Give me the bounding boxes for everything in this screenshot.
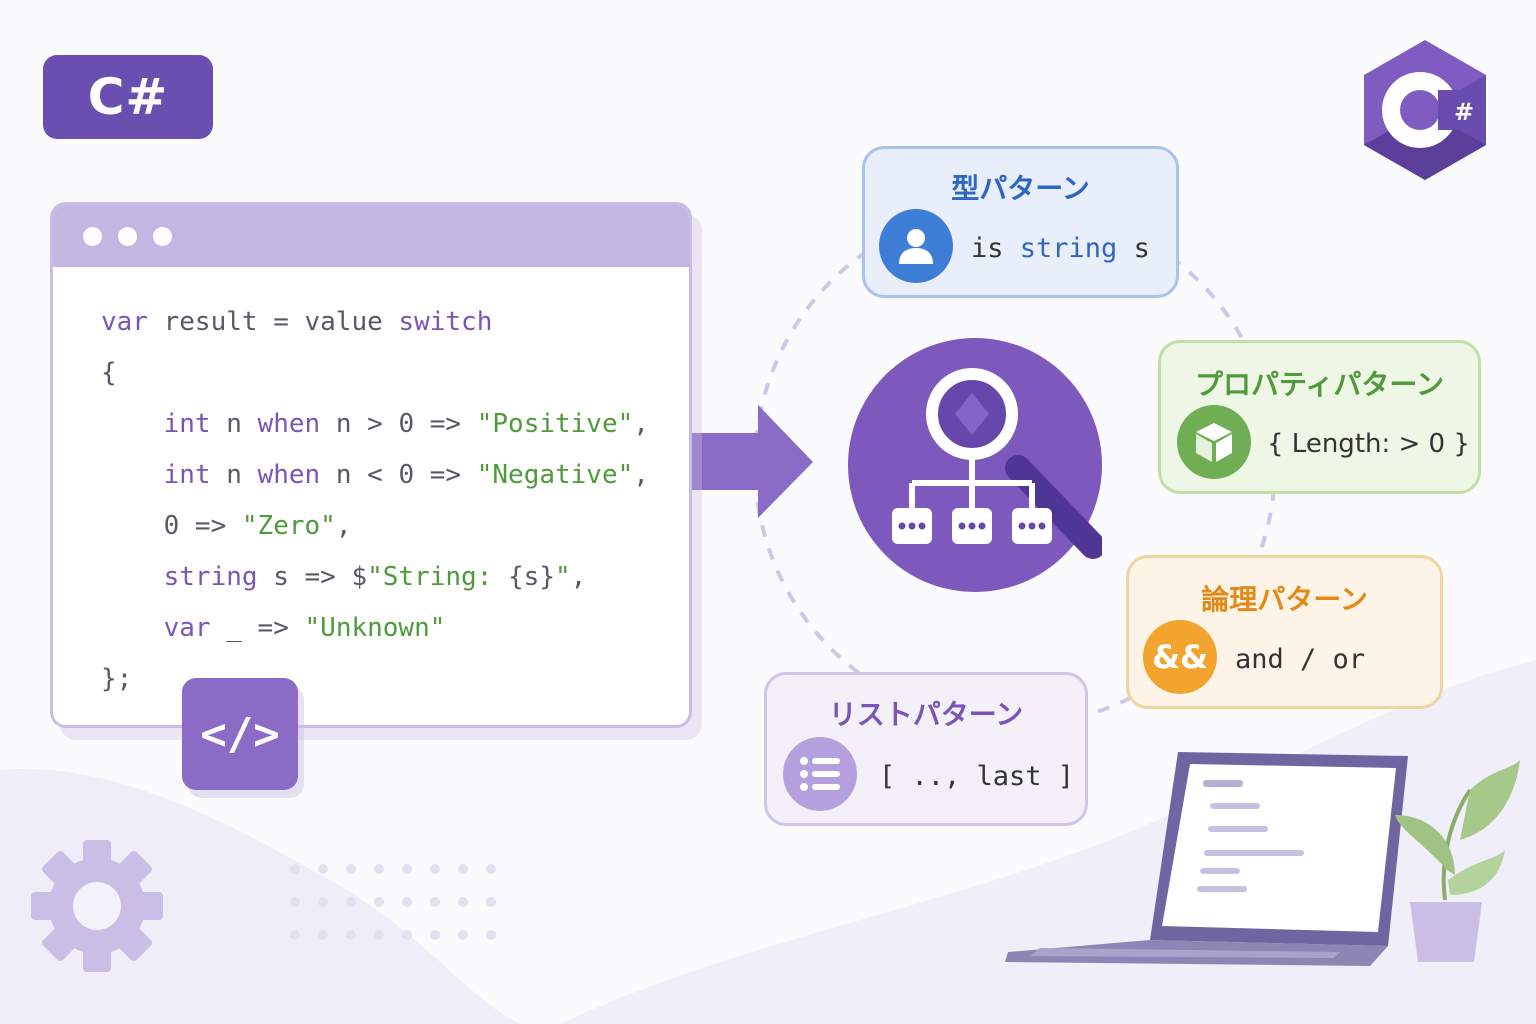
- code-tag-icon: </>: [182, 678, 298, 790]
- code-line: string s => $"String: {s}",: [101, 552, 649, 603]
- logical-pattern-code: and / or: [1235, 644, 1366, 675]
- code-token: n: [210, 460, 258, 490]
- property-pattern-title: プロパティパターン: [1195, 368, 1444, 401]
- code-token: var: [163, 613, 211, 643]
- code-line: var result = value switch: [101, 297, 649, 348]
- list-icon: [783, 737, 857, 811]
- window-dot-icon: [118, 227, 137, 246]
- code-editor: var result = value switch { int n when n …: [101, 297, 649, 705]
- code-line: var _ => "Unknown": [101, 603, 649, 654]
- code-token: var: [101, 307, 148, 337]
- card-type-pattern: 型パターン is string s: [862, 146, 1179, 298]
- cube-icon: [1177, 405, 1251, 479]
- code-line: {: [101, 348, 649, 399]
- property-pattern-code: { Length: > 0 }: [1267, 429, 1470, 459]
- code-window-titlebar: [53, 205, 689, 267]
- code-token: n < 0 =>: [320, 460, 477, 490]
- code-token: ": [554, 562, 571, 592]
- code-token: "Unknown": [304, 613, 446, 643]
- code-token: "Zero": [241, 511, 336, 541]
- search-tree-icon: [892, 368, 1106, 559]
- pattern-matching-hub: [848, 338, 1106, 592]
- code-token: 0 =>: [101, 511, 242, 541]
- code-token: };: [101, 664, 133, 694]
- code-token: [101, 409, 164, 439]
- csharp-badge-label: C#: [87, 68, 169, 126]
- type-pattern-title: 型パターン: [951, 172, 1090, 205]
- list-pattern-title: リストパターン: [828, 698, 1024, 731]
- code-token: {: [101, 358, 117, 388]
- code-token: when: [257, 460, 321, 490]
- code-token: result = value: [147, 307, 399, 337]
- csharp-badge: C#: [43, 55, 213, 139]
- code-token: "Negative": [476, 460, 634, 490]
- code-token: n > 0 =>: [320, 409, 477, 439]
- csharp-logo-hash: #: [1454, 98, 1474, 126]
- card-list-pattern: リストパターン [ .., last ]: [764, 672, 1088, 826]
- logical-pattern-title: 論理パターン: [1201, 583, 1368, 616]
- code-token: [101, 613, 164, 643]
- type-pattern-code: is string s: [971, 233, 1150, 264]
- code-token: int: [163, 460, 211, 490]
- code-window: var result = value switch { int n when n …: [50, 202, 692, 728]
- code-line: int n when n < 0 => "Negative",: [101, 450, 649, 501]
- code-token: int: [163, 409, 211, 439]
- code-token: [101, 460, 164, 490]
- code-line: int n when n > 0 => "Positive",: [101, 399, 649, 450]
- code-token: s => $: [257, 562, 368, 592]
- gear-icon: [31, 840, 163, 972]
- code-token: ,: [633, 409, 649, 439]
- user-icon: [879, 209, 953, 283]
- code-token: _ =>: [210, 613, 305, 643]
- plant-icon: [1395, 760, 1520, 962]
- card-property-pattern: プロパティパターン { Length: > 0 }: [1158, 340, 1481, 494]
- and-operator-icon: &&: [1143, 620, 1217, 694]
- laptop-icon: [1005, 752, 1408, 966]
- arrow-right-icon: [688, 405, 813, 518]
- code-line: };: [101, 654, 649, 705]
- code-token: "Positive": [476, 409, 634, 439]
- code-token: {s}: [508, 562, 555, 592]
- window-dot-icon: [153, 227, 172, 246]
- code-token: [101, 562, 164, 592]
- code-line: 0 => "Zero",: [101, 501, 649, 552]
- code-token: string: [163, 562, 258, 592]
- code-token: ,: [570, 562, 587, 592]
- window-dot-icon: [83, 227, 102, 246]
- card-logical-pattern: 論理パターン && and / or: [1126, 555, 1443, 709]
- code-tag-label: </>: [200, 708, 280, 760]
- code-token: n: [210, 409, 258, 439]
- code-token: ,: [335, 511, 352, 541]
- code-token: "String:: [367, 562, 509, 592]
- code-token: when: [257, 409, 321, 439]
- csharp-logo-icon: #: [1364, 40, 1486, 180]
- list-pattern-code: [ .., last ]: [879, 761, 1075, 792]
- code-token: ,: [633, 460, 649, 490]
- code-token: switch: [398, 307, 493, 337]
